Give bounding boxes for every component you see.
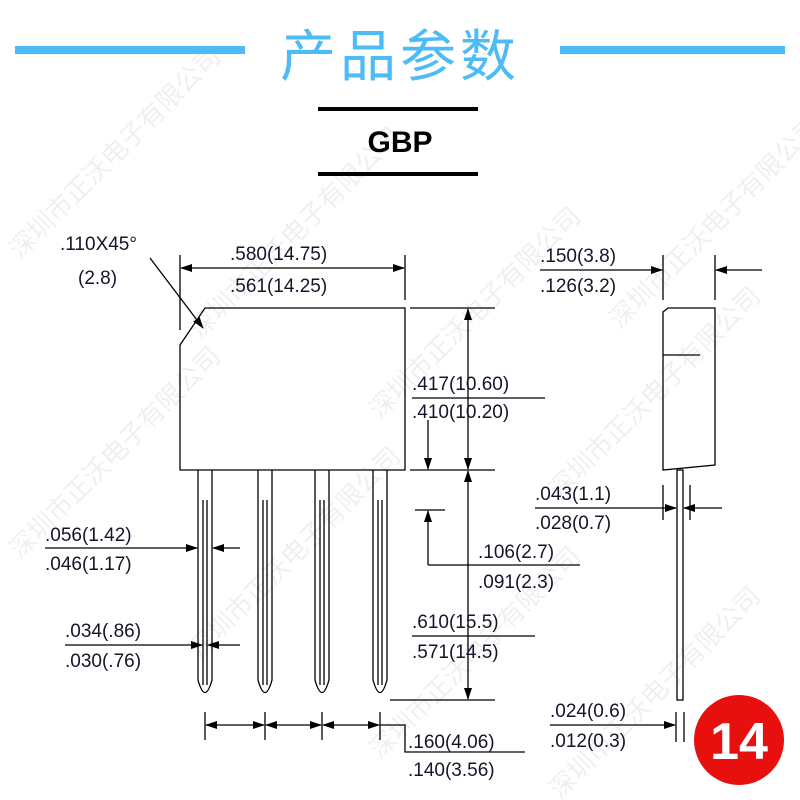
pitch-ticks bbox=[204, 712, 381, 740]
svg-text:深圳市正沃电子有限公司: 深圳市正沃电子有限公司 bbox=[544, 281, 767, 504]
body-height-max: .417(10.60) bbox=[412, 374, 509, 395]
thickness-max: .150(3.8) bbox=[540, 246, 616, 267]
thickness-extension bbox=[662, 255, 716, 300]
package-body-front bbox=[179, 307, 406, 471]
lead-thickness-bottom-ext bbox=[675, 712, 685, 742]
lead-width-narrow-min: .030(.76) bbox=[65, 651, 141, 672]
chamfer-label: .110X45° bbox=[60, 234, 137, 255]
thickness-min: .126(3.2) bbox=[540, 276, 616, 297]
lead-width-wide-max: .056(1.42) bbox=[45, 525, 132, 546]
svg-text:深圳市正沃电子有限公司: 深圳市正沃电子有限公司 bbox=[4, 41, 227, 264]
side-lead bbox=[676, 469, 684, 701]
lead-3 bbox=[314, 470, 330, 694]
shoulder-max: .106(2.7) bbox=[478, 542, 554, 563]
header-line-left bbox=[15, 46, 245, 54]
page-title: 产品参数 bbox=[280, 25, 520, 90]
lead-4 bbox=[372, 470, 388, 694]
package-rule-bottom bbox=[318, 172, 478, 176]
lead-thickness-top-ext bbox=[662, 485, 691, 520]
pitch-max: .160(4.06) bbox=[408, 732, 495, 753]
page-number-badge bbox=[694, 695, 784, 785]
leads bbox=[197, 470, 388, 694]
lead-thickness-bottom-max: .024(0.6) bbox=[550, 701, 626, 722]
svg-text:深圳市正沃电子有限公司: 深圳市正沃电子有限公司 bbox=[604, 111, 800, 334]
body-height-min: .410(10.20) bbox=[412, 402, 509, 423]
pitch-min: .140(3.56) bbox=[408, 760, 495, 781]
chamfer-leader bbox=[149, 257, 204, 329]
lead-thickness-top-min: .028(0.7) bbox=[535, 513, 611, 534]
package-body-side bbox=[662, 307, 716, 471]
body-width-max: .580(14.75) bbox=[230, 244, 327, 265]
package-name: GBP bbox=[367, 126, 432, 159]
package-rule-top bbox=[318, 107, 478, 111]
shoulder-min: .091(2.3) bbox=[478, 572, 554, 593]
vertical-extension-lines bbox=[390, 307, 495, 701]
lead-width-wide-min: .046(1.17) bbox=[45, 554, 132, 575]
lead-1 bbox=[197, 470, 213, 694]
lead-length-max: .610(15.5) bbox=[412, 612, 499, 633]
header-line-right bbox=[560, 46, 785, 54]
lead-width-narrow-max: .034(.86) bbox=[65, 621, 141, 642]
page-number: 14 bbox=[710, 713, 768, 771]
lead-2 bbox=[257, 470, 273, 694]
svg-text:深圳市正沃电子有限公司: 深圳市正沃电子有限公司 bbox=[184, 441, 407, 664]
lead-length-min: .571(14.5) bbox=[412, 642, 499, 663]
pitch-leader bbox=[380, 724, 525, 753]
chamfer-mm-label: (2.8) bbox=[78, 268, 117, 289]
lead-thickness-top-max: .043(1.1) bbox=[535, 484, 611, 505]
body-width-min: .561(14.25) bbox=[230, 276, 327, 297]
lead-thickness-bottom-min: .012(0.3) bbox=[550, 731, 626, 752]
